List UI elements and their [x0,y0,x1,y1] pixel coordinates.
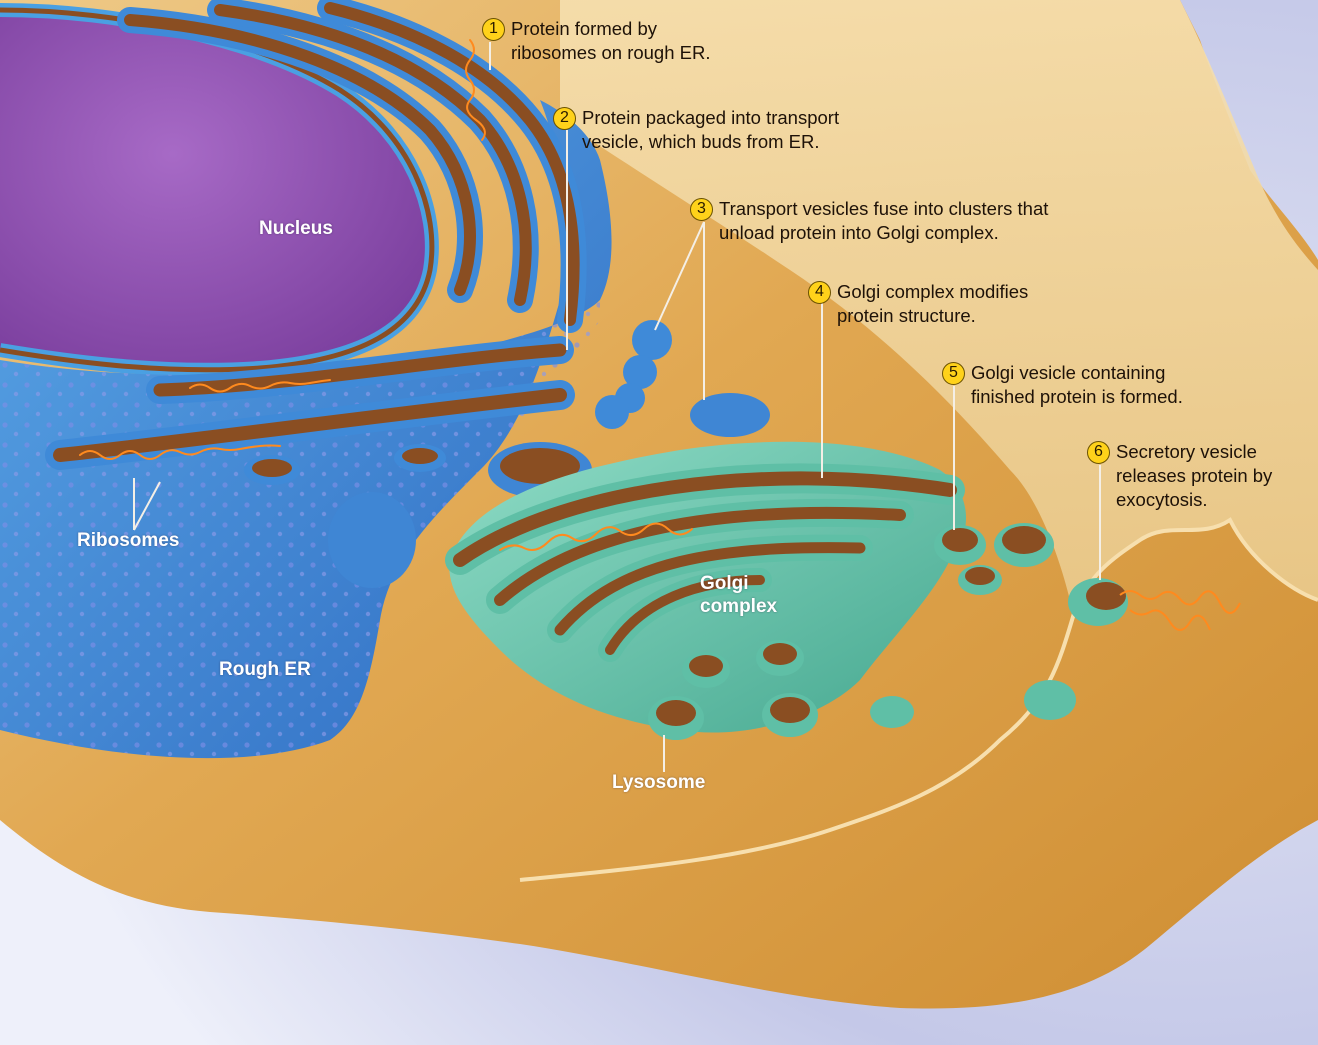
step-1-badge: 1 [482,18,505,41]
step-4-badge: 4 [808,281,831,304]
rough-er-label: Rough ER [219,658,311,681]
step-1-text-line1: Protein formed by [511,17,711,41]
golgi-label-line1: Golgi [700,572,777,595]
step-6-badge: 6 [1087,441,1110,464]
step-6-text-line2: releases protein by [1116,464,1272,488]
step-3-callout: 3 Transport vesicles fuse into clusters … [690,197,1048,245]
step-2-badge: 2 [553,107,576,130]
lysosome-label: Lysosome [612,771,705,794]
step-3-text-line1: Transport vesicles fuse into clusters th… [719,197,1048,221]
step-3-text-line2: unload protein into Golgi complex. [719,221,1048,245]
golgi-label-line2: complex [700,595,777,618]
step-5-badge: 5 [942,362,965,385]
step-2-text-line1: Protein packaged into transport [582,106,839,130]
golgi-complex-label: Golgi complex [700,572,777,618]
step-4-text-line1: Golgi complex modifies [837,280,1028,304]
step-3-badge: 3 [690,198,713,221]
step-6-text-line1: Secretory vesicle [1116,440,1272,464]
step-5-text-line1: Golgi vesicle containing [971,361,1183,385]
step-5-text-line2: finished protein is formed. [971,385,1183,409]
step-6-text-line3: exocytosis. [1116,488,1272,512]
nucleus-label: Nucleus [259,217,333,240]
ribosomes-label: Ribosomes [77,529,179,552]
step-1-text-line2: ribosomes on rough ER. [511,41,711,65]
step-2-text-line2: vesicle, which buds from ER. [582,130,839,154]
step-4-text-line2: protein structure. [837,304,1028,328]
